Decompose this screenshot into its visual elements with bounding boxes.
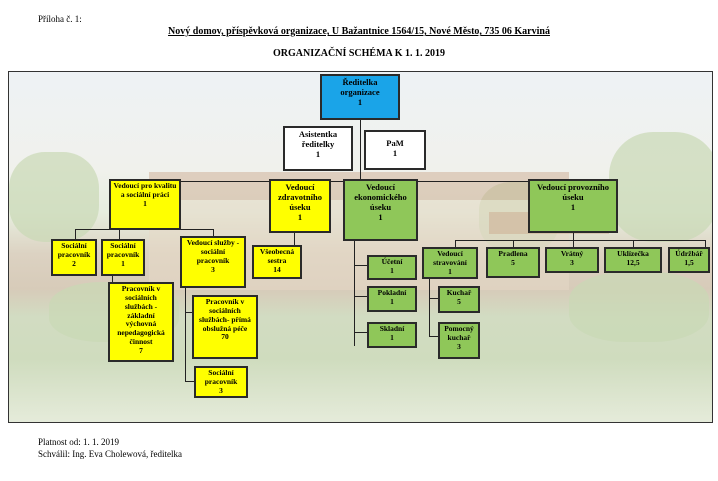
catering-head-count: 1 (448, 266, 452, 276)
quality-label: Vedoucí pro kvalitu a sociální práci (113, 181, 177, 199)
service-head-box: Vedoucí služby - sociální pracovník 3 (180, 236, 246, 288)
social-worker-box-a: Sociální pracovník 2 (51, 239, 97, 276)
social-services-a-label: Pracovník v sociálních službách - základ… (117, 284, 165, 347)
organization-header: Nový domov, příspěvková organizace, U Ba… (168, 26, 550, 37)
cook-helper-count: 3 (457, 341, 461, 351)
social-worker-a-count: 2 (72, 258, 76, 268)
operations-count: 1 (570, 202, 576, 213)
accountant-count: 1 (390, 265, 394, 275)
laundress-box: Pradlena 5 (486, 247, 540, 278)
social-worker-c-count: 3 (219, 385, 223, 395)
maintainer-box: Údržbář 1,5 (668, 247, 710, 273)
laundress-label: Pradlena (498, 249, 528, 258)
service-head-label: Vedoucí služby - sociální pracovník (186, 238, 240, 265)
laundress-count: 5 (511, 257, 515, 267)
health-label: Vedoucí zdravotního úseku (278, 182, 322, 213)
social-worker-b-count: 1 (121, 258, 125, 268)
social-worker-c-label: Sociální pracovník (204, 368, 238, 386)
cashier-count: 1 (390, 296, 394, 306)
social-services-box-a: Pracovník v sociálních službách - základ… (108, 282, 174, 362)
health-count: 1 (297, 212, 303, 223)
cook-helper-label: Pomocný kuchař (444, 324, 474, 342)
porter-label: Vrátný (560, 249, 584, 258)
porter-box: Vrátný 3 (545, 247, 599, 273)
cook-helper-box: Pomocný kuchař 3 (438, 322, 480, 359)
economic-label: Vedoucí ekonomického úseku (354, 182, 407, 213)
economic-count: 1 (378, 212, 383, 223)
porter-count: 3 (570, 257, 574, 267)
cleaner-count: 12,5 (626, 257, 640, 267)
quality-box: Vedoucí pro kvalitu a sociální práci 1 (109, 179, 181, 230)
cleaner-label: Uklízečka (617, 249, 649, 258)
pam-count: 1 (392, 148, 398, 159)
social-worker-a-label: Sociální pracovník (57, 241, 91, 259)
assistant-label: Asistentka ředitelky (298, 129, 338, 150)
maintainer-count: 1,5 (684, 257, 694, 267)
cashier-box: Pokladní 1 (367, 286, 417, 312)
social-worker-b-label: Sociální pracovník (106, 241, 140, 259)
economic-box: Vedoucí ekonomického úseku 1 (343, 179, 418, 241)
cashier-label: Pokladní (377, 288, 407, 297)
assistant-box: Asistentka ředitelky 1 (283, 126, 353, 171)
director-label: Ředitelka organizace (340, 77, 380, 98)
storekeeper-box: Skladní 1 (367, 322, 417, 348)
cleaner-box: Uklízečka 12,5 (604, 247, 662, 273)
assistant-count: 1 (315, 149, 321, 160)
director-box: Ředitelka organizace 1 (320, 74, 400, 120)
nurse-count: 14 (273, 264, 281, 274)
social-services-a-count: 7 (139, 345, 143, 355)
storekeeper-label: Skladní (379, 324, 405, 333)
pam-box: PaM 1 (364, 130, 426, 170)
social-services-box-b: Pracovník v sociálních službách- přímá o… (192, 295, 258, 359)
nurse-box: Všeobecná sestra 14 (252, 245, 302, 279)
cook-label: Kuchař (446, 288, 472, 297)
validity-date: Platnost od: 1. 1. 2019 (38, 437, 120, 447)
catering-head-label: Vedoucí stravování (433, 249, 467, 267)
social-worker-box-c: Sociální pracovník 3 (194, 366, 248, 398)
nurse-label: Všeobecná sestra (259, 247, 295, 265)
storekeeper-count: 1 (390, 332, 394, 342)
schema-title: ORGANIZAČNÍ SCHÉMA K 1. 1. 2019 (273, 48, 445, 59)
service-head-count: 3 (211, 264, 215, 274)
operations-label: Vedoucí provozního úseku (536, 182, 610, 203)
director-count: 1 (357, 97, 363, 108)
quality-count: 1 (143, 198, 147, 208)
attachment-label: Příloha č. 1: (38, 14, 82, 24)
social-services-b-label: Pracovník v sociálních službách- přímá o… (199, 297, 251, 333)
social-worker-box-b: Sociální pracovník 1 (101, 239, 145, 276)
pam-label: PaM (386, 138, 404, 148)
background-photo: Ředitelka organizace 1 Asistentka ředite… (8, 71, 713, 423)
catering-head-box: Vedoucí stravování 1 (422, 247, 478, 279)
cook-box: Kuchař 5 (438, 286, 480, 313)
operations-box: Vedoucí provozního úseku 1 (528, 179, 618, 233)
accountant-label: Účetní (381, 257, 403, 266)
maintainer-label: Údržbář (675, 249, 703, 258)
approved-by: Schválil: Ing. Eva Cholewová, ředitelka (38, 449, 182, 459)
social-services-b-count: 70 (221, 332, 229, 342)
cook-count: 5 (457, 296, 461, 306)
health-box: Vedoucí zdravotního úseku 1 (269, 179, 331, 233)
accountant-box: Účetní 1 (367, 255, 417, 280)
